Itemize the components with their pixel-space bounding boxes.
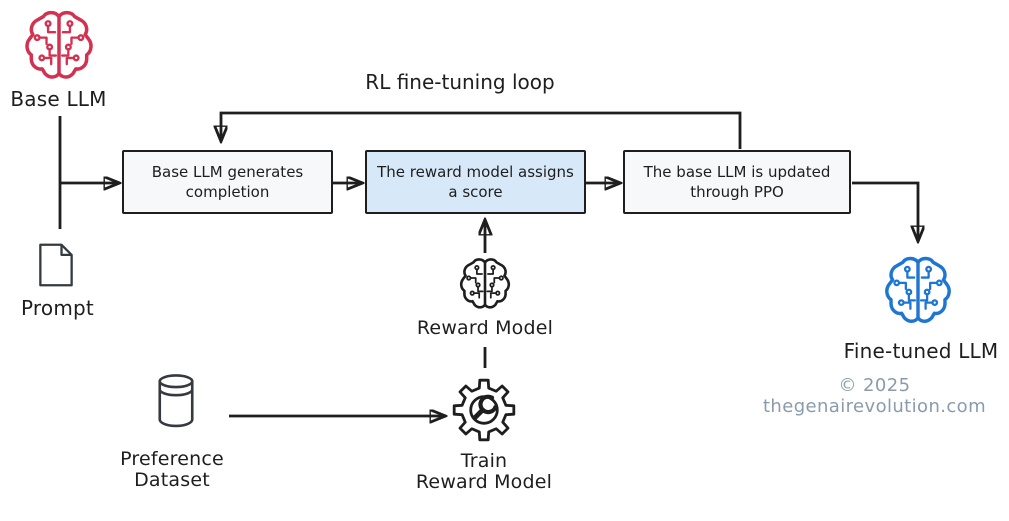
copyright-text: © 2025 thegenairevolution.com <box>762 375 987 417</box>
fine-tuned-llm-label: Fine-tuned LLM <box>843 339 999 363</box>
gear-wrench-icon <box>449 371 519 449</box>
reward-model-label: Reward Model <box>416 317 554 339</box>
rl-loop-arrow <box>221 111 742 149</box>
brain-circuit-icon <box>880 254 956 330</box>
database-icon <box>147 362 205 440</box>
brain-circuit-icon <box>20 8 98 86</box>
ppo-to-finetuned-arrow <box>852 181 918 241</box>
base-llm-label: Base LLM <box>10 87 107 111</box>
document-icon <box>33 237 79 293</box>
preference-dataset-label: Preference Dataset <box>120 448 224 492</box>
rl-loop-label: RL fine-tuning loop <box>365 70 555 94</box>
box-reward-score: The reward model assigns a score <box>365 150 586 214</box>
train-reward-model-label: Train Reward Model <box>415 450 553 494</box>
box-generate-completion: Base LLM generates completion <box>122 150 333 214</box>
prompt-label: Prompt <box>21 296 94 320</box>
box-ppo-update: The base LLM is updated through PPO <box>623 150 851 214</box>
brain-circuit-icon <box>456 256 514 314</box>
